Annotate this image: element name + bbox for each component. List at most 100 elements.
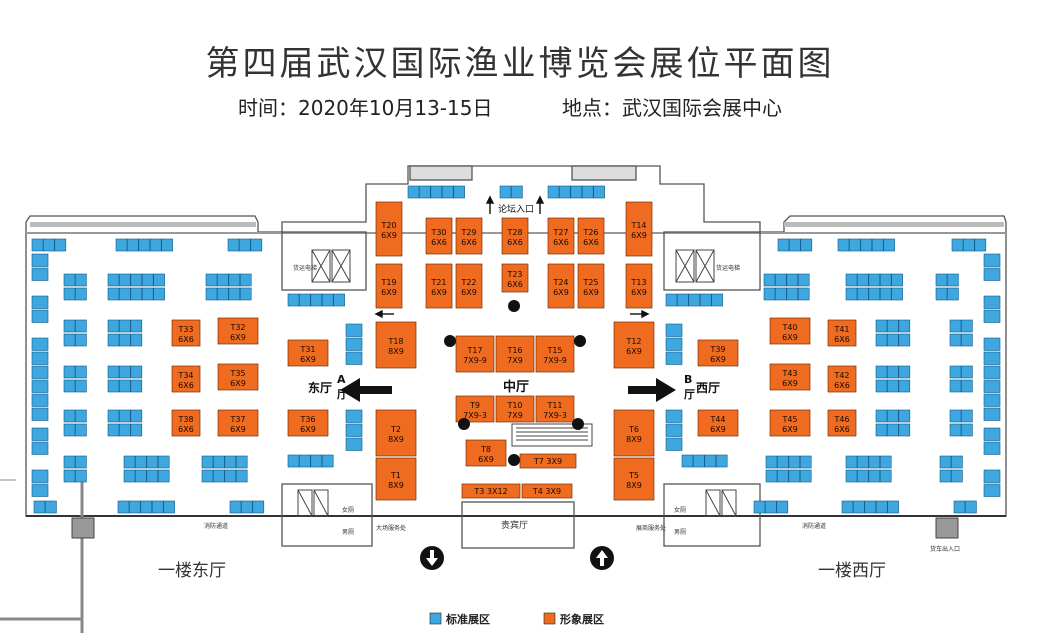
standard-booth: [775, 273, 787, 287]
standard-booth: [857, 273, 869, 287]
standard-booth: [763, 273, 776, 287]
image-booth-size: 6X9: [381, 288, 397, 297]
image-booth-id: T41: [833, 325, 849, 334]
image-booth-id: T13: [630, 278, 646, 287]
image-booth-size: 6X9: [710, 425, 726, 434]
image-booth-t7: T7 3X9: [519, 453, 577, 469]
standard-booth: [559, 185, 571, 199]
standard-booth: [949, 365, 962, 379]
standard-booth: [879, 287, 892, 301]
standard-booth: [593, 185, 605, 199]
image-booth-size: 6X9: [782, 379, 798, 388]
image-booth-id: T43: [781, 369, 797, 378]
standard-booth: [711, 293, 723, 307]
standard-booth: [31, 267, 49, 281]
west-hall-letter: B: [684, 373, 692, 386]
standard-booth: [107, 333, 120, 347]
standard-booth: [157, 455, 170, 469]
standard-booth: [983, 309, 1001, 323]
image-booth-size: 8X9: [388, 481, 404, 490]
standard-booth: [119, 379, 131, 393]
image-booth-size: 8X9: [388, 435, 404, 444]
standard-booth: [983, 379, 1001, 393]
standard-booth: [138, 238, 151, 252]
image-booth-size: 6X9: [583, 288, 599, 297]
standard-booth: [947, 287, 959, 301]
vip-hall-label: 贵宾厅: [501, 519, 528, 531]
standard-booth: [665, 409, 683, 423]
image-booth-id: T10: [506, 401, 522, 410]
standard-booth: [665, 437, 683, 451]
standard-booth: [217, 287, 229, 301]
standard-booth: [239, 287, 252, 301]
standard-booth: [130, 409, 143, 423]
standard-booth: [845, 455, 858, 469]
standard-booth: [665, 293, 678, 307]
standard-booth: [31, 351, 49, 365]
standard-booth: [224, 469, 237, 483]
standard-booth: [287, 293, 300, 307]
image-booth-id: T7 3X9: [533, 457, 562, 466]
standard-booth: [31, 393, 49, 407]
standard-booth: [786, 287, 799, 301]
standard-booth: [205, 273, 218, 287]
image-booth-size: 6X6: [431, 238, 447, 247]
standard-booth: [875, 500, 888, 514]
standard-booth: [115, 238, 128, 252]
standard-booth: [775, 287, 787, 301]
standard-booth: [841, 500, 854, 514]
standard-booth: [119, 365, 131, 379]
standard-booth: [845, 469, 858, 483]
image-booth-size: 6X6: [553, 238, 569, 247]
image-booth-size: 6X9: [381, 231, 397, 240]
toilet-label-w: 女厕: [674, 506, 686, 514]
standard-booth: [75, 273, 87, 287]
standard-booth: [224, 455, 237, 469]
standard-booth: [130, 423, 143, 437]
image-booth-id: T31: [299, 345, 315, 354]
standard-booth: [935, 273, 948, 287]
image-booth-id: T20: [380, 221, 396, 230]
standard-booth: [875, 333, 888, 347]
standard-booth: [883, 238, 895, 252]
east-hall-ting: 厅: [337, 388, 348, 401]
standard-booth: [119, 273, 131, 287]
image-booth-id: T25: [582, 278, 598, 287]
standard-booth: [241, 500, 253, 514]
image-booth-size: 6X9: [710, 355, 726, 364]
standard-booth: [951, 455, 963, 469]
image-booth-id: T33: [177, 325, 193, 334]
standard-booth: [949, 409, 962, 423]
standard-booth: [75, 333, 87, 347]
truck-entrance-label: 货车出入口: [930, 545, 960, 553]
standard-booth: [983, 253, 1001, 267]
standard-booth: [665, 423, 683, 437]
standard-booth: [127, 238, 139, 252]
image-booth-id: T4 3X9: [532, 487, 561, 496]
standard-booth: [31, 337, 49, 351]
standard-booth: [63, 333, 76, 347]
image-booth-size: 6X9: [230, 425, 246, 434]
standard-booth: [345, 423, 363, 437]
standard-booth: [130, 287, 143, 301]
standard-booth: [887, 500, 899, 514]
image-booth-id: T18: [387, 337, 403, 346]
standard-booth: [891, 273, 903, 287]
standard-booth: [321, 454, 334, 468]
standard-booth: [235, 455, 248, 469]
